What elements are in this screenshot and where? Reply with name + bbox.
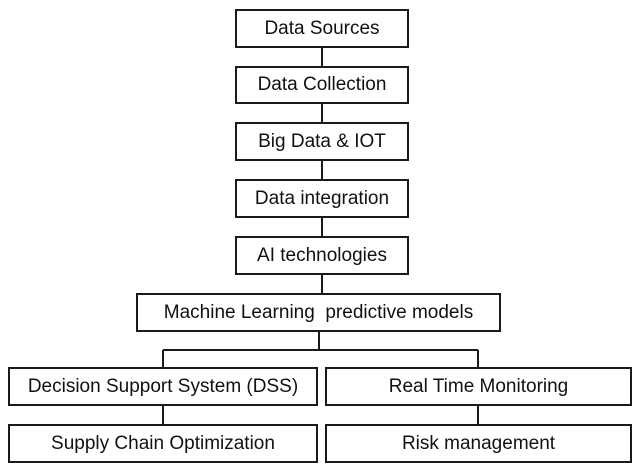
node-decision-support-system: Decision Support System (DSS) (8, 367, 318, 406)
node-ai-technologies: AI technologies (235, 236, 409, 275)
node-data-sources: Data Sources (235, 9, 409, 48)
node-data-collection: Data Collection (235, 66, 409, 104)
node-real-time-monitoring: Real Time Monitoring (325, 367, 632, 406)
node-label: Risk management (401, 432, 556, 454)
node-supply-chain-optimization: Supply Chain Optimization (8, 424, 318, 463)
node-risk-management: Risk management (325, 424, 632, 463)
node-label: Decision Support System (DSS) (27, 375, 299, 397)
node-ml-predictive-models: Machine Learning predictive models (136, 293, 501, 332)
node-label: Big Data & IOT (258, 130, 386, 152)
node-label: Data integration (254, 187, 390, 209)
node-label: Real Time Monitoring (388, 375, 569, 397)
node-label: Data Collection (257, 74, 387, 95)
node-label: Supply Chain Optimization (51, 432, 275, 454)
node-label: AI technologies (257, 244, 387, 266)
node-big-data-iot: Big Data & IOT (235, 122, 409, 161)
node-label: Machine Learning predictive models (163, 301, 474, 323)
node-data-integration: Data integration (235, 179, 409, 218)
node-label: Data Sources (264, 17, 380, 39)
